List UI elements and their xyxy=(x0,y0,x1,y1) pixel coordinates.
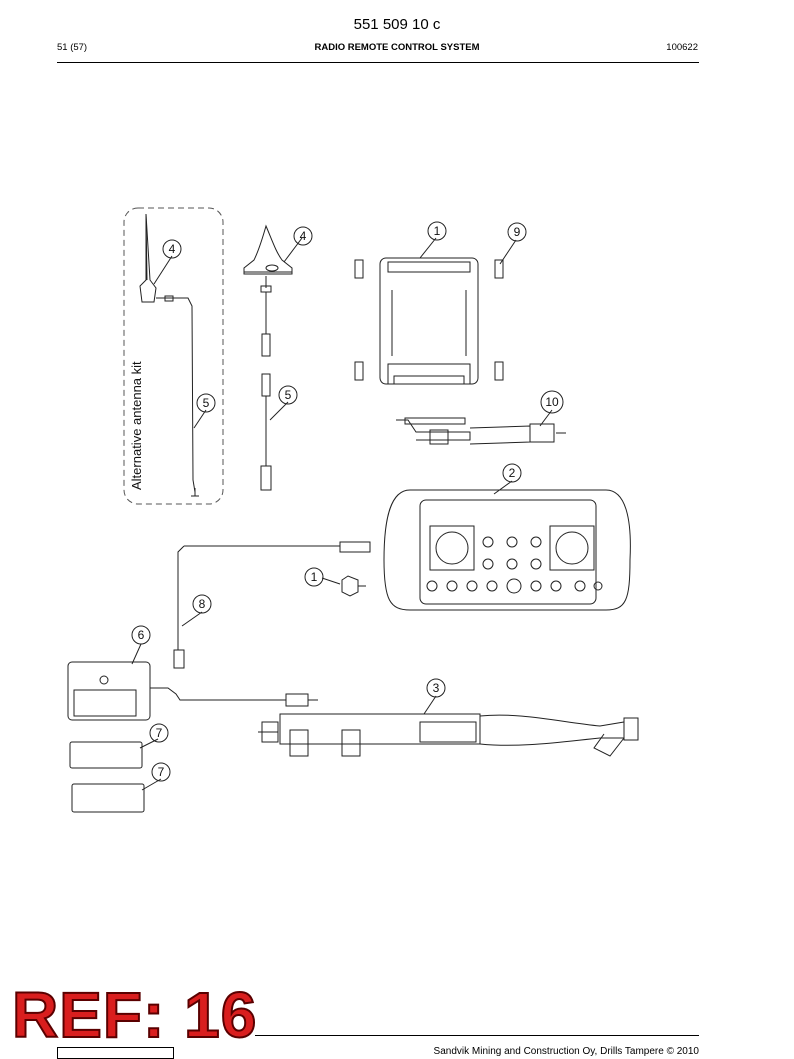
callout-label: 9 xyxy=(514,225,521,239)
callout-label: 1 xyxy=(311,570,318,584)
footer-copyright: Sandvik Mining and Construction Oy, Dril… xyxy=(433,1046,699,1057)
remote-transmitter xyxy=(383,489,631,611)
harness-cable-10 xyxy=(396,417,566,445)
page-number: 51 (57) xyxy=(57,42,88,53)
callout-label: 3 xyxy=(433,681,440,695)
callout-label: 8 xyxy=(199,597,206,611)
company-logo xyxy=(57,1047,174,1059)
alternative-kit-label: Alternative antenna kit xyxy=(129,361,144,490)
fin-antenna xyxy=(243,224,293,275)
callout-label: 2 xyxy=(509,466,516,480)
callout-label: 4 xyxy=(300,229,307,243)
document-number: 551 509 10 c xyxy=(353,16,441,33)
footer-rule xyxy=(255,1035,699,1036)
whip-antenna xyxy=(139,213,157,303)
alternative-kit-box xyxy=(123,207,224,505)
alt-antenna-cable xyxy=(156,297,196,493)
callout-label: 10 xyxy=(545,395,559,409)
callout-label: 4 xyxy=(169,242,176,256)
callout-label: 7 xyxy=(156,726,163,740)
callout-label: 6 xyxy=(138,628,145,642)
callout-label: 5 xyxy=(285,388,292,402)
battery-1 xyxy=(69,741,143,769)
callout-label: 7 xyxy=(158,765,165,779)
callout-label: 1 xyxy=(434,224,441,238)
small-connector xyxy=(341,575,359,597)
document-title: RADIO REMOTE CONTROL SYSTEM xyxy=(314,42,480,53)
mount-clips xyxy=(354,259,504,381)
header-rule xyxy=(57,62,699,63)
charger-unit xyxy=(67,661,318,721)
carrying-harness xyxy=(258,713,639,757)
control-unit xyxy=(379,257,479,385)
callout-label: 5 xyxy=(203,396,210,410)
ref-stamp: REF: 16 xyxy=(11,979,258,1051)
battery-2 xyxy=(71,783,145,813)
document-code: 100622 xyxy=(666,42,698,53)
